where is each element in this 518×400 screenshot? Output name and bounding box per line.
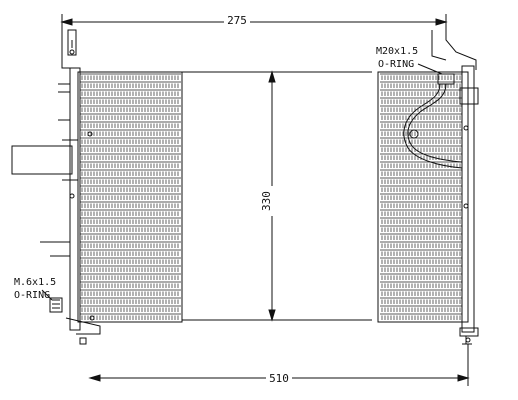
side-upper-fitting — [437, 73, 455, 85]
front-core-fins — [80, 73, 181, 320]
upper-fitting-thread-label: M20x1.5 — [376, 46, 418, 57]
side-inlet-pipe-inner — [403, 83, 463, 169]
front-core-outline — [77, 71, 183, 323]
height-label: 330 — [260, 191, 273, 211]
lower-fitting-thread-label: M.6x1.5 — [14, 277, 56, 288]
front-tank-bolt-3 — [89, 315, 95, 321]
front-side-mount-flange — [62, 139, 78, 181]
height-arrow-bottom — [268, 309, 276, 322]
side-view — [377, 21, 479, 345]
front-upper-pipe-stub — [58, 83, 70, 121]
side-upper-fitting-nut — [459, 87, 479, 105]
front-lower-fitting-thread — [52, 299, 60, 309]
top-width-label: 275 — [227, 14, 247, 27]
side-tank-bolt-2 — [463, 203, 469, 209]
front-top-bolt — [69, 49, 75, 55]
front-view — [11, 29, 183, 345]
lower-callout-leader — [41, 289, 53, 301]
side-pipe-clamp — [409, 129, 419, 139]
lower-fitting-seal-label: O-RING — [14, 290, 50, 301]
side-right-header-tank — [461, 65, 475, 333]
bottom-width-arrow-right — [457, 374, 470, 382]
upper-callout-leader — [417, 63, 443, 75]
top-width-arrow-left — [60, 18, 73, 26]
side-tank-bolt-1 — [463, 125, 469, 131]
front-tank-bolt-2 — [69, 193, 75, 199]
front-side-mount-block — [11, 145, 73, 175]
height-arrow-top — [268, 70, 276, 83]
upper-fitting-seal-label: O-RING — [378, 59, 414, 70]
front-lower-fitting — [49, 297, 63, 313]
side-core-outline — [377, 71, 469, 323]
front-lower-bracket — [65, 317, 101, 345]
bottom-width-label: 510 — [269, 372, 289, 385]
side-core-fins — [380, 73, 462, 320]
side-lower-bolt — [465, 337, 471, 343]
side-inlet-pipe — [407, 83, 463, 163]
front-lower-pipe-stub — [40, 241, 70, 257]
front-tank-bolt-1 — [87, 131, 93, 137]
side-top-bracket — [431, 21, 477, 70]
top-width-arrow-right — [435, 18, 448, 26]
bottom-width-arrow-left — [88, 374, 101, 382]
front-top-bracket — [61, 29, 78, 69]
